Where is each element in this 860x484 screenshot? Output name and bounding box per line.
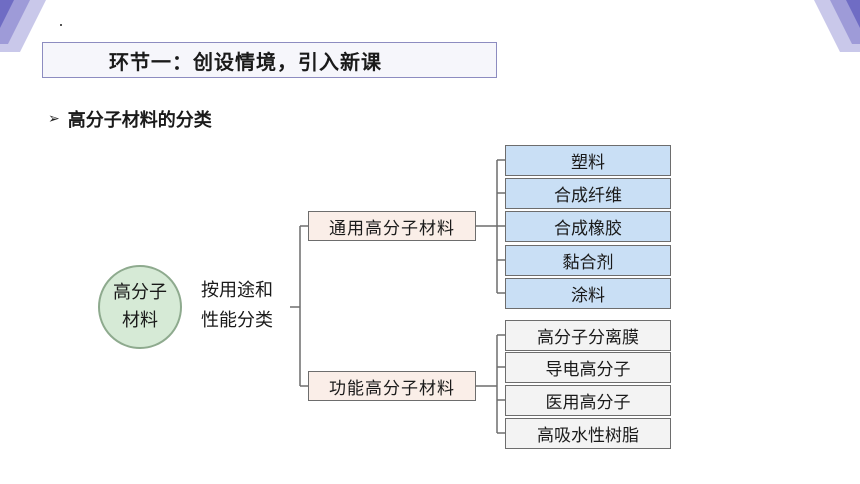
arrow-bullet-icon: ➢ <box>48 111 60 127</box>
leaf-general: 涂料 <box>505 278 671 309</box>
leaf-general: 黏合剂 <box>505 245 671 276</box>
leaf-general: 合成纤维 <box>505 178 671 209</box>
classification-criteria: 按用途和 性能分类 <box>201 276 291 336</box>
leaf-functional: 医用高分子 <box>505 385 671 416</box>
corner-decoration-right <box>814 0 860 52</box>
section-heading-text: 高分子材料的分类 <box>67 110 212 131</box>
section-heading: ➢ 高分子材料的分类 <box>48 106 212 132</box>
branch-general: 通用高分子材料 <box>308 211 476 241</box>
branch-functional: 功能高分子材料 <box>308 371 476 401</box>
criteria-line1: 按用途和 <box>201 280 273 301</box>
decorative-dot <box>60 24 62 26</box>
leaf-functional: 高吸水性树脂 <box>505 418 671 449</box>
leaf-general: 合成橡胶 <box>505 211 671 242</box>
leaf-functional: 高分子分离膜 <box>505 320 671 351</box>
root-node: 高分子 材料 <box>98 265 182 349</box>
corner-decoration-left <box>0 0 46 52</box>
leaf-general: 塑料 <box>505 145 671 176</box>
criteria-line2: 性能分类 <box>201 310 273 331</box>
root-label-line2: 材料 <box>122 310 158 331</box>
section-title-box: 环节一：创设情境，引入新课 <box>42 42 497 78</box>
leaf-functional: 导电高分子 <box>505 352 671 383</box>
page-title: 环节一：创设情境，引入新课 <box>109 49 382 74</box>
root-label-line1: 高分子 <box>113 282 167 303</box>
